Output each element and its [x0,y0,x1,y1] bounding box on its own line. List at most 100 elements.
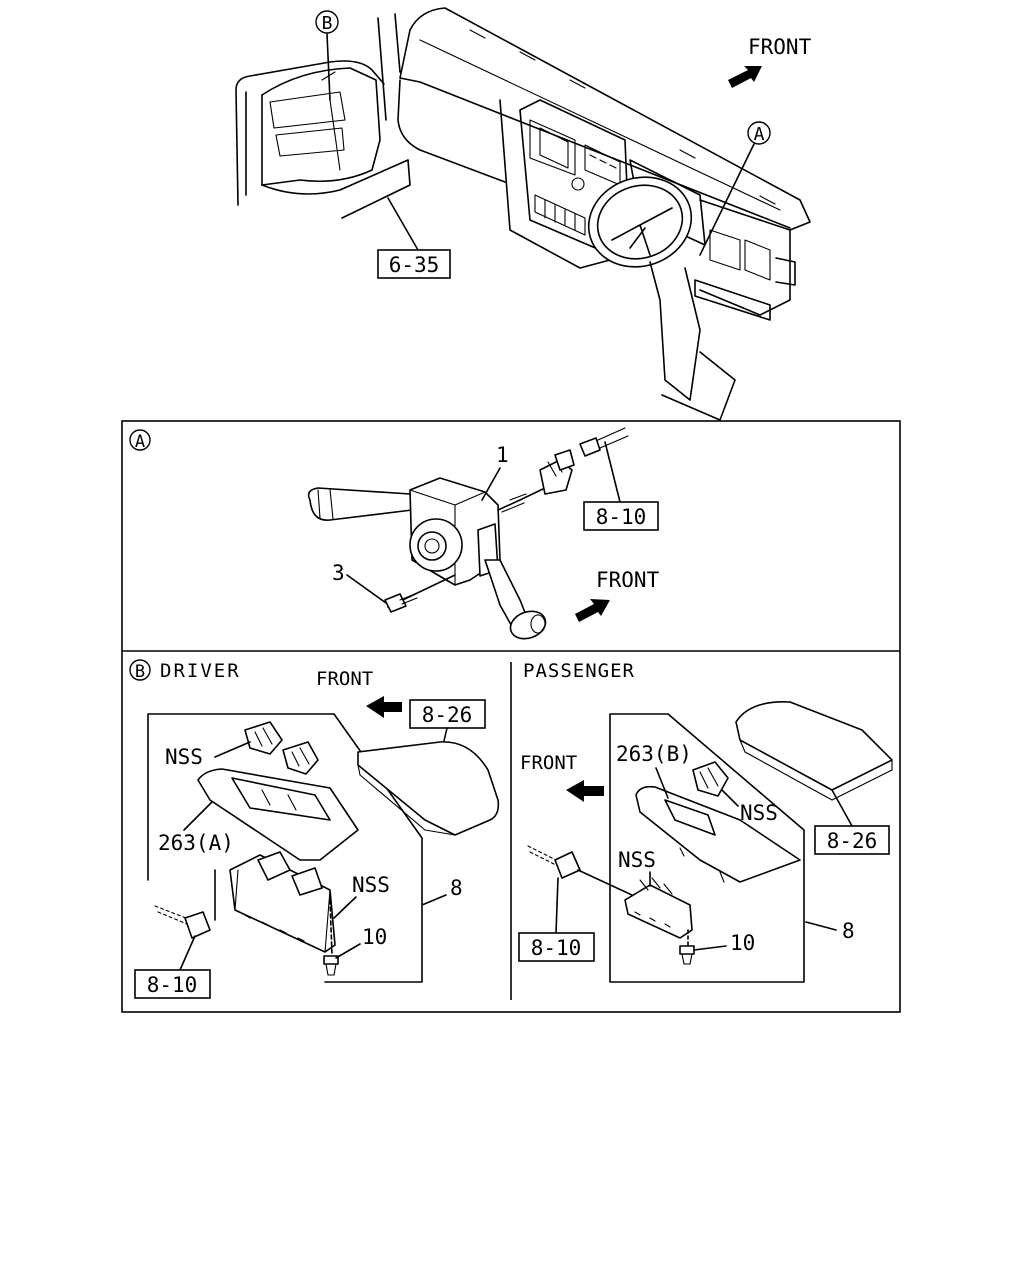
driver-connector [184,911,211,939]
screw-thread [399,593,418,605]
front-label-driver: FRONT [316,668,373,690]
passenger-cover-edge [739,739,893,801]
dashboard-overview [235,7,811,421]
ref-8-10-driver-leader [179,935,196,971]
driver-263a-leader [183,801,213,831]
ref-box-6-35: 6-35 [377,197,451,279]
door-frame-outline [235,60,385,206]
control-knob [571,177,585,191]
front-indicator-overview: FRONT [728,35,812,88]
part-1-leader [481,467,501,501]
driver-title: DRIVER [160,660,241,682]
driver-nss-knob-1 [244,721,283,755]
passenger-connector-wires [527,845,559,867]
door-lower-trim [261,159,411,219]
passenger-part-8-leader [805,921,837,931]
passenger-nss-knob [692,761,729,797]
driver-nss-top-leader [214,741,251,758]
passenger-switch-tops [639,877,673,895]
driver-part-8-leader [421,894,447,906]
driver-switch-2 [291,867,323,896]
passenger-screw-10 [679,945,695,955]
passenger-nss-top-leader [721,789,739,807]
driver-screw-axis [329,899,333,956]
passenger-part-10-label: 10 [730,931,755,955]
panel-a-marker-circle [129,429,151,451]
front-label-panel-a: FRONT [596,568,660,592]
ref-6-35-box [377,249,451,279]
driver-switch-1 [257,851,291,881]
harness-strands [501,493,527,513]
door-pillar-lines [245,91,263,196]
ref-6-35-leader [387,197,419,251]
ref-8-26-passenger-leader [831,789,853,827]
front-label-passenger: FRONT [520,752,577,774]
panel-a-marker: A [135,432,145,452]
driver-nss-knob-2 [282,741,319,775]
driver-screw-10 [323,955,339,965]
callout-a-leader [699,143,755,256]
switch-bank [534,194,586,236]
part-3-leader [346,574,387,604]
driver-nss-bottom-leader [333,896,357,919]
passenger-nss-knob-lines [699,767,719,789]
part-3-label: 3 [332,561,345,585]
dash-left-face [397,79,506,183]
steering-wheel [587,176,693,268]
front-arrow-driver-icon [366,696,402,718]
panel-b-marker-circle [129,659,151,681]
panel-b-marker: B [135,662,145,682]
driver-nss-knob-1-lines [254,727,273,747]
turn-stalk-rings [317,488,334,520]
driver-part-8-label: 8 [450,876,463,900]
ref-8-10-a-box [583,501,659,531]
passenger-263b-label: 263(B) [616,742,692,766]
driver-switch-block-edges [234,869,331,953]
callout-a-overview: A [699,121,771,256]
passenger-connector [554,851,581,879]
mating-connector [579,437,601,457]
passenger-263b-leader [655,767,669,799]
radio-unit [584,144,621,186]
ref-8-10-passenger-label: 8-10 [531,936,582,960]
switch-hub-outer [409,518,463,572]
wiper-stalk-knob [509,610,547,640]
driver-nss-bottom-label: NSS [352,873,390,897]
ref-8-10-driver-label: 8-10 [147,973,198,997]
driver-part-10-leader [335,943,361,959]
passenger-screw-10-shank [681,953,693,965]
passenger-harness-line [577,869,633,896]
wiper-stalk-tip [530,614,546,634]
connector-housing [554,449,575,471]
ref-8-26-passenger-box [814,825,890,855]
driver-cover-edge [357,764,456,836]
a-pillar-lines [377,13,401,121]
driver-263a-label: 263(A) [158,831,234,855]
center-vent [529,119,576,176]
ref-8-10-a-label: 8-10 [596,505,647,529]
panel-b-driver: B DRIVER FRONT 8-26 [129,659,500,999]
passenger-bezel-263b [635,785,801,883]
ref-8-10-driver-box [134,969,211,999]
right-vent [775,257,796,286]
ref-8-26-driver-label: 8-26 [422,703,473,727]
passenger-part-8-label: 8 [842,919,855,943]
ref-8-10-a-leader [604,441,621,503]
callout-a-letter: A [754,124,765,145]
body-harness-lines [597,427,629,449]
front-label-overview: FRONT [748,35,812,59]
door-trim-details [269,91,346,157]
ref-8-10-passenger-leader [555,877,559,934]
passenger-part-10-leader [693,945,727,951]
driver-connector-wires [154,905,188,925]
ref-8-26-driver-box [409,699,486,729]
passenger-cover-panel [735,701,893,791]
driver-part-10-label: 10 [362,925,387,949]
callout-b-leader [326,33,331,101]
driver-bezel-ribs [261,789,297,811]
lower-glove-box [694,279,771,321]
passenger-nss-bottom-label: NSS [618,848,656,872]
steering-wheel-inner [596,184,684,260]
front-arrow-passenger-icon [566,780,604,802]
ref-8-26-passenger-label: 8-26 [827,829,878,853]
